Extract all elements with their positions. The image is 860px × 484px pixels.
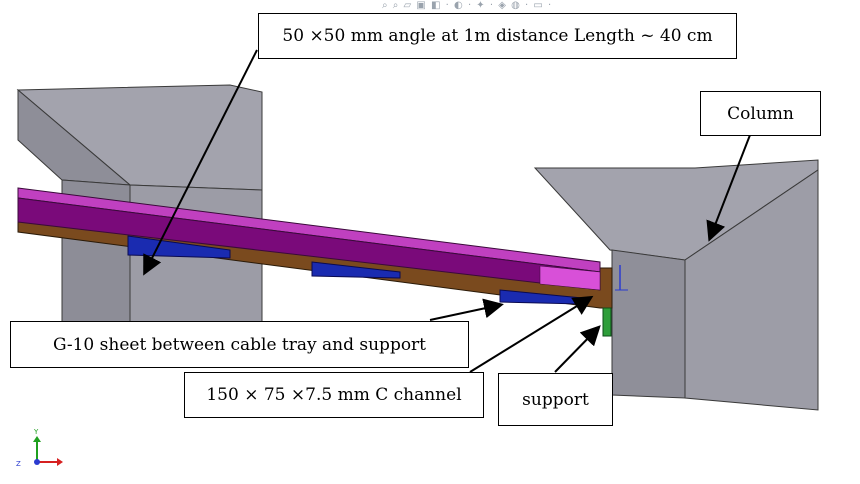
right-column-front-face — [611, 249, 686, 399]
column-callout: Column — [700, 91, 821, 136]
column-leader-arrow — [706, 134, 751, 242]
channel-leader-arrow — [469, 295, 594, 373]
support-leader-arrow — [554, 325, 601, 373]
view-toolbar[interactable]: ⌕ ⌕ ▱ ▣ ◧ · ◐ · ✦ · ◈ ◍ · ▭ · — [382, 0, 553, 11]
right-column — [533, 159, 819, 411]
coordinate-triad: Y Z — [16, 428, 63, 468]
support-callout: support — [498, 373, 613, 426]
triad-z-label: Z — [16, 460, 21, 468]
g10-callout: G-10 sheet between cable tray and suppor… — [10, 321, 469, 368]
right-column-side-face — [684, 169, 819, 411]
green-support — [602, 307, 612, 337]
g10-leader-arrow — [429, 298, 504, 321]
cable-tray — [17, 187, 601, 291]
angle-leader-arrow — [143, 49, 258, 276]
triad-z-axis — [34, 459, 40, 465]
channel-callout: 150 × 75 ×7.5 mm C channel — [184, 372, 484, 418]
angle-callout: 50 ×50 mm angle at 1m distance Length ~ … — [258, 13, 737, 59]
cable-tray-end — [539, 265, 601, 291]
support-angle-2 — [311, 261, 401, 279]
triad-y-label: Y — [33, 428, 39, 436]
support-angle-1 — [127, 235, 231, 259]
